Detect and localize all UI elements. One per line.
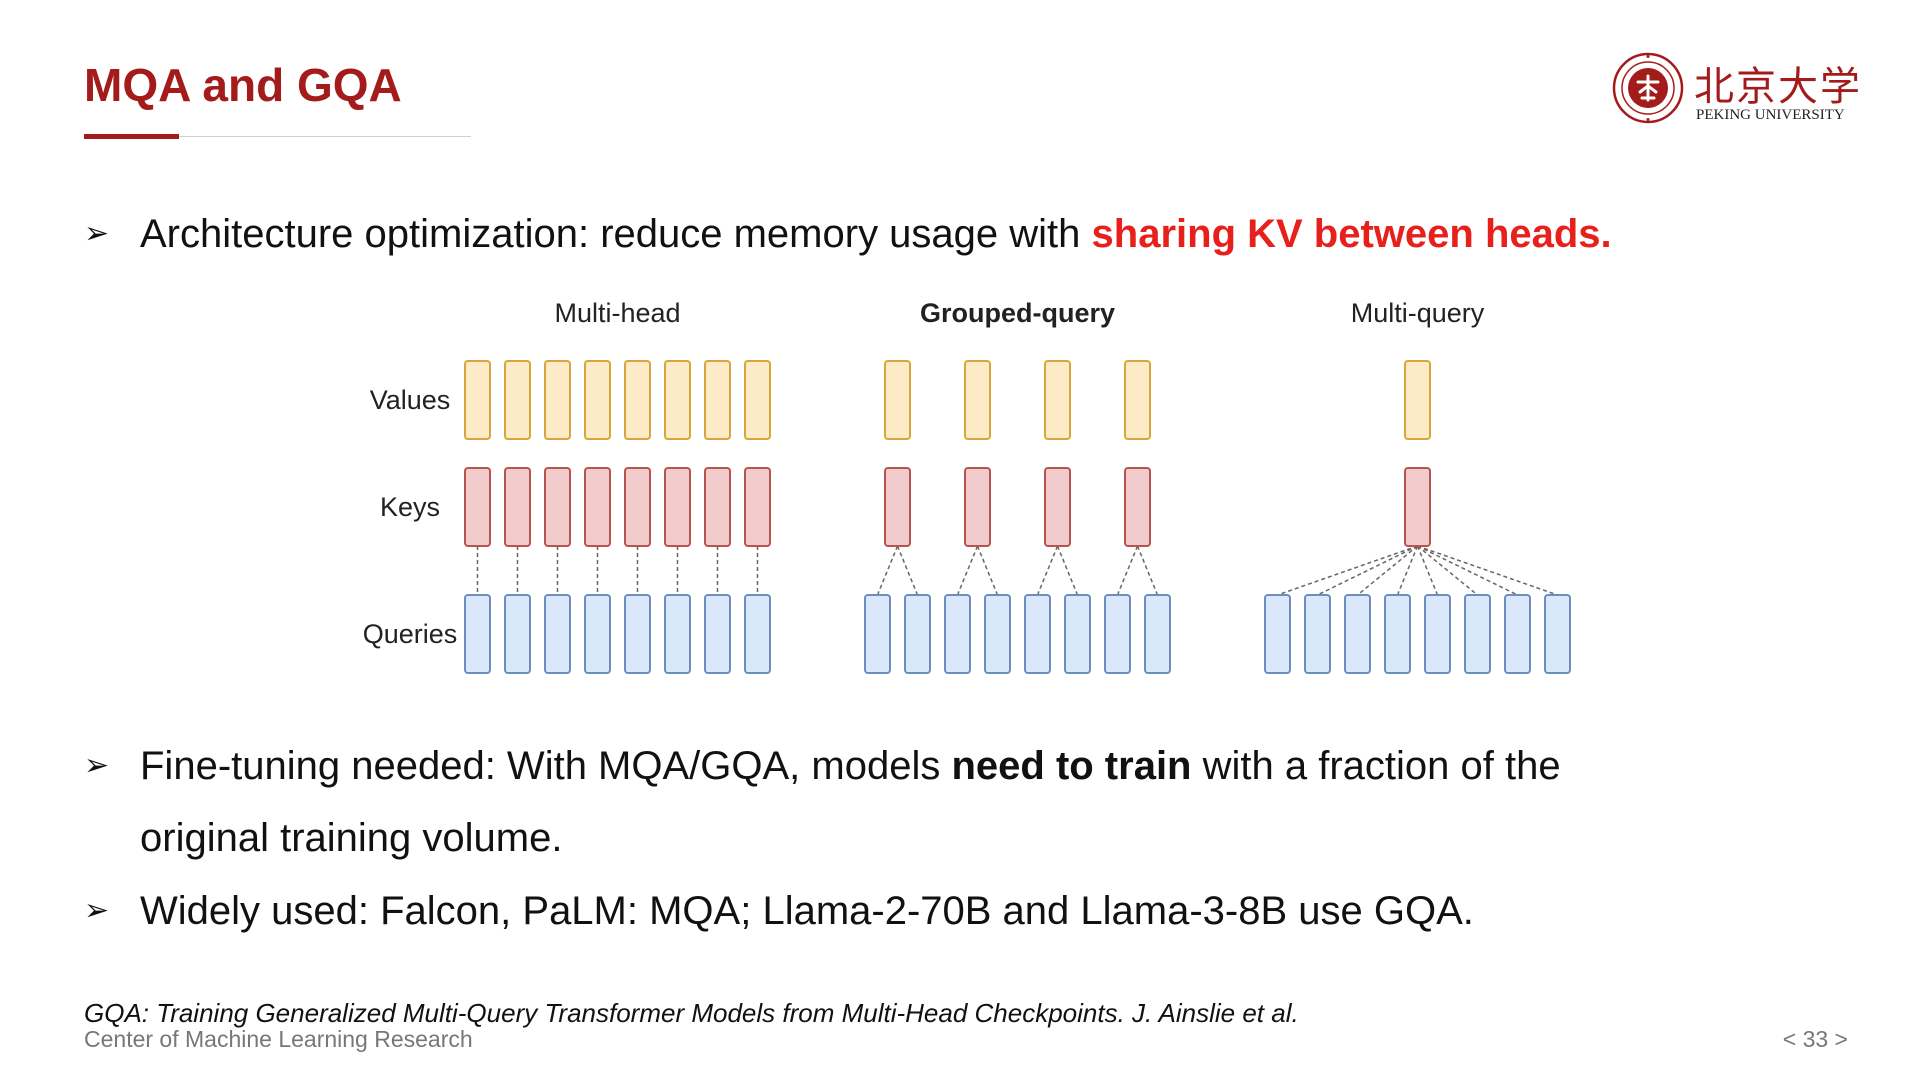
key-head xyxy=(744,467,771,547)
query-head xyxy=(1104,594,1131,674)
kv-query-connector xyxy=(1116,545,1139,596)
query-head xyxy=(544,594,571,674)
value-head xyxy=(744,360,771,440)
value-head xyxy=(1124,360,1151,440)
title-divider-accent xyxy=(84,134,179,139)
query-head xyxy=(504,594,531,674)
row-label-values: Values xyxy=(370,385,451,415)
key-head xyxy=(584,467,611,547)
query-head xyxy=(864,594,891,674)
peking-university-seal-icon xyxy=(1612,52,1684,124)
group-title: Grouped-query xyxy=(920,298,1115,328)
kv-query-connector xyxy=(976,545,999,596)
query-head xyxy=(704,594,731,674)
query-head xyxy=(1544,594,1571,674)
bullet-widely-used: ➢ Widely used: Falcon, PaLM: MQA; Llama-2… xyxy=(84,875,1474,947)
kv-query-connector xyxy=(876,545,899,596)
key-head xyxy=(624,467,651,547)
query-head xyxy=(1024,594,1051,674)
query-head xyxy=(1504,594,1531,674)
bullet-fine-tuning: ➢ Fine-tuning needed: With MQA/GQA, model… xyxy=(84,730,1561,874)
key-head xyxy=(664,467,691,547)
kv-query-connector xyxy=(896,545,919,596)
university-name-english: PEKING UNIVERSITY xyxy=(1696,107,1845,123)
citation: GQA: Training Generalized Multi-Query Tr… xyxy=(84,998,1299,1028)
kv-query-connector xyxy=(1277,545,1418,596)
group-title: Multi-head xyxy=(554,298,680,328)
query-head xyxy=(1464,594,1491,674)
key-head xyxy=(704,467,731,547)
value-head xyxy=(504,360,531,440)
query-head xyxy=(1144,594,1171,674)
bullet-arrow-icon: ➢ xyxy=(84,893,110,928)
kv-query-connector xyxy=(1417,545,1518,596)
value-head xyxy=(624,360,651,440)
key-head xyxy=(464,467,491,547)
kv-query-connector xyxy=(1317,545,1418,596)
key-head xyxy=(544,467,571,547)
key-head xyxy=(1404,467,1431,547)
bullet-text: Widely used: Falcon, PaLM: MQA; Llama-2-… xyxy=(140,889,1474,933)
query-head xyxy=(464,594,491,674)
kv-query-connector xyxy=(1417,545,1478,596)
row-label-keys: Keys xyxy=(380,492,440,522)
kv-query-connector xyxy=(1136,545,1159,596)
query-head xyxy=(1384,594,1411,674)
footer-organization: Center of Machine Learning Research xyxy=(84,1026,473,1052)
slide-title: MQA and GQA xyxy=(84,59,402,111)
query-head xyxy=(744,594,771,674)
bullet-emphasis: need to train xyxy=(951,744,1192,788)
query-head xyxy=(944,594,971,674)
group-title: Multi-query xyxy=(1351,298,1485,328)
bullet-arrow-icon: ➢ xyxy=(84,216,110,251)
kv-query-connector xyxy=(1036,545,1059,596)
bullet-text-after: with a fraction of the xyxy=(1191,744,1561,788)
key-head xyxy=(884,467,911,547)
key-head xyxy=(1124,467,1151,547)
query-head xyxy=(1304,594,1331,674)
key-head xyxy=(504,467,531,547)
kv-query-connector xyxy=(1396,545,1419,596)
university-logo: 北京大学 PEKING UNIVERSITY xyxy=(1612,52,1862,128)
kv-query-connector xyxy=(956,545,979,596)
kv-query-connector xyxy=(1416,545,1439,596)
query-head xyxy=(1424,594,1451,674)
kv-query-connector xyxy=(1417,545,1558,596)
value-head xyxy=(464,360,491,440)
value-head xyxy=(964,360,991,440)
query-head xyxy=(664,594,691,674)
query-head xyxy=(1264,594,1291,674)
kv-query-connector xyxy=(1056,545,1079,596)
value-head xyxy=(884,360,911,440)
bullet-text: Architecture optimization: reduce memory… xyxy=(140,212,1092,256)
bullet-emphasis: sharing KV between heads. xyxy=(1091,212,1612,256)
key-head xyxy=(964,467,991,547)
query-head xyxy=(984,594,1011,674)
value-head xyxy=(664,360,691,440)
bullet-text: Fine-tuning needed: With MQA/GQA, models xyxy=(140,744,952,788)
row-label-queries: Queries xyxy=(363,619,458,649)
page-number: < 33 > xyxy=(1782,1026,1848,1052)
query-head xyxy=(624,594,651,674)
value-head xyxy=(1404,360,1431,440)
kv-query-connector xyxy=(1357,545,1418,596)
bullet-continuation: original training volume. xyxy=(140,816,563,860)
key-head xyxy=(1044,467,1071,547)
university-name-chinese: 北京大学 xyxy=(1694,64,1862,110)
value-head xyxy=(704,360,731,440)
query-head xyxy=(584,594,611,674)
bullet-arrow-icon: ➢ xyxy=(84,748,110,783)
title-divider xyxy=(84,136,471,137)
value-head xyxy=(584,360,611,440)
query-head xyxy=(1344,594,1371,674)
query-head xyxy=(1064,594,1091,674)
value-head xyxy=(544,360,571,440)
value-head xyxy=(1044,360,1071,440)
query-head xyxy=(904,594,931,674)
bullet-architecture: ➢ Architecture optimization: reduce memor… xyxy=(84,198,1612,270)
